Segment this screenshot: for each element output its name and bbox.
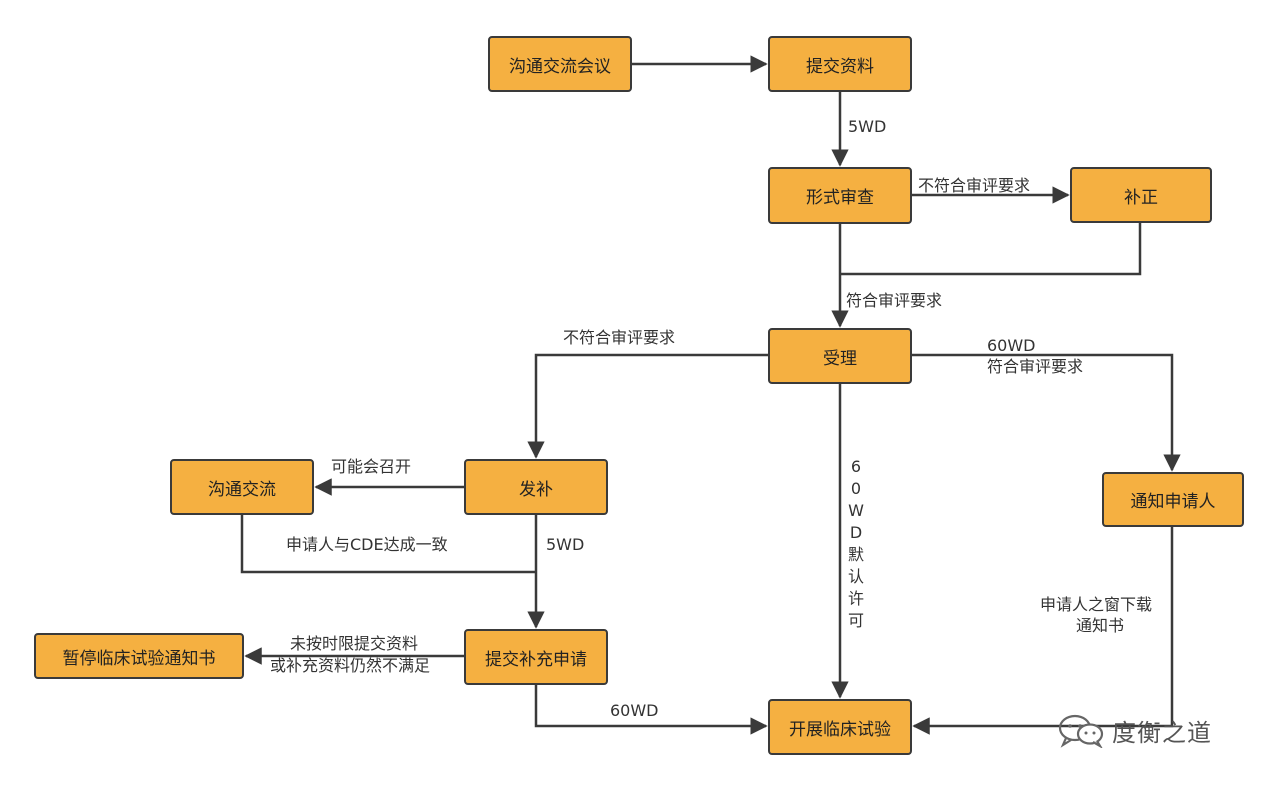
node-supplement-issue: 发补 — [464, 459, 608, 515]
edge-acceptance-to-notify — [912, 353, 1181, 472]
node-acceptance: 受理 — [768, 328, 912, 384]
label-not-meet-acceptance: 不符合审评要求 — [563, 328, 676, 347]
label-window-download-b: 通知书 — [1076, 616, 1125, 635]
label-5wd-top: 5WD — [848, 117, 887, 136]
edge-correction-return — [840, 223, 1142, 276]
edge-communication-return — [240, 515, 536, 574]
node-start-trial: 开展临床试验 — [768, 699, 912, 755]
label-may-hold: 可能会召开 — [331, 457, 412, 476]
edge-acceptance-to-supplement — [527, 353, 768, 459]
watermark: 度衡之道 — [1056, 713, 1212, 748]
label-not-meet-review: 不符合审评要求 — [918, 176, 1031, 195]
label-60wd-bottom: 60WD — [610, 701, 659, 720]
node-suspend-notice: 暂停临床试验通知书 — [34, 633, 244, 679]
label-agree-cde: 申请人与CDE达成一致 — [286, 535, 448, 554]
node-formal-review: 形式审查 — [768, 167, 912, 224]
watermark-text: 度衡之道 — [1112, 719, 1212, 747]
edge-notify-to-start — [912, 527, 1174, 735]
label-overdue-b: 或补充资料仍然不满足 — [270, 656, 431, 675]
label-60wd-meet-a: 60WD — [987, 336, 1036, 355]
node-submit-docs: 提交资料 — [768, 36, 912, 92]
node-notify-applicant: 通知申请人 — [1102, 472, 1244, 527]
wechat-icon — [1058, 714, 1104, 748]
node-comm-meeting: 沟通交流会议 — [488, 36, 632, 92]
label-5wd-mid: 5WD — [546, 535, 585, 554]
node-communication: 沟通交流 — [170, 459, 314, 515]
label-window-download-a: 申请人之窗下载 — [1040, 595, 1153, 614]
node-submit-supplement: 提交补充申请 — [464, 629, 608, 685]
node-correction: 补正 — [1070, 167, 1212, 223]
edge-resubmit-to-start — [534, 685, 768, 735]
label-overdue-a: 未按时限提交资料 — [290, 634, 419, 653]
label-meet-review: 符合审评要求 — [846, 291, 943, 310]
label-default-permit: 60WD默认许可 — [847, 457, 864, 630]
label-60wd-meet-b: 符合审评要求 — [987, 357, 1084, 376]
